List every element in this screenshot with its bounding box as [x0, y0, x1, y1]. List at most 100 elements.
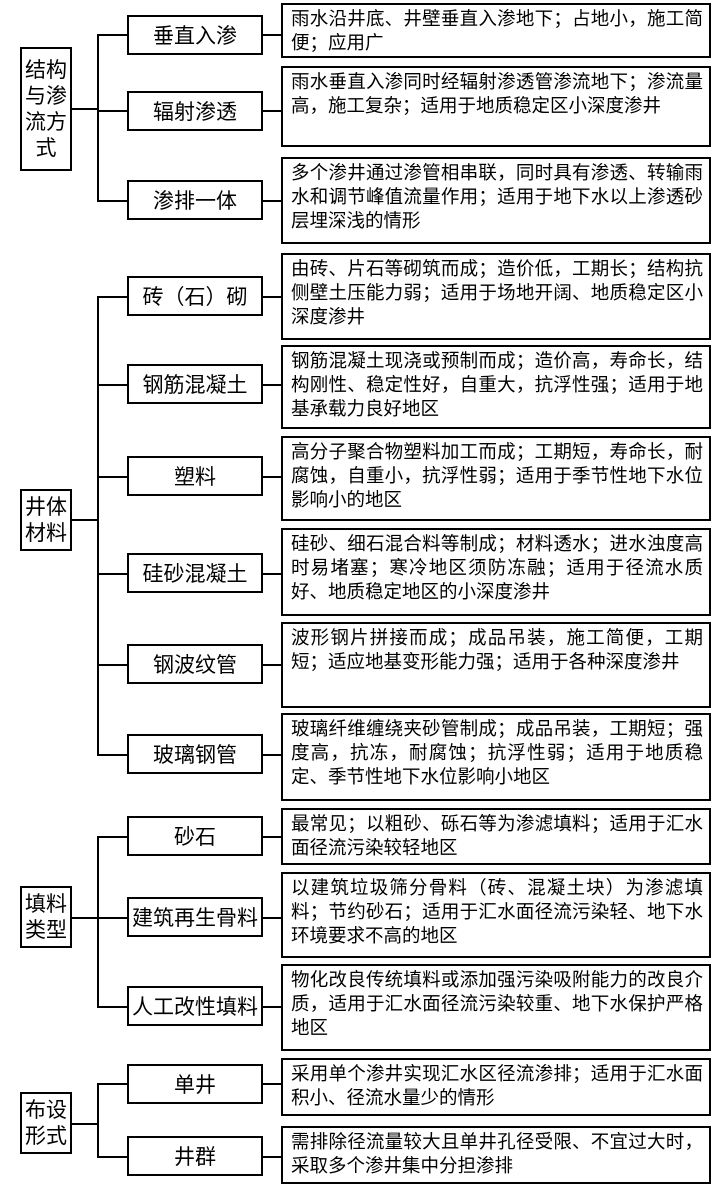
connector: [97, 110, 128, 112]
connector: [97, 1083, 99, 1157]
connector: [97, 664, 128, 666]
description-well-group: 需排除径流量较大且单井孔径受限、不宜过大时，采取多个渗井集中分担渗排: [281, 1126, 711, 1184]
description-modified-filler: 物化改良传统填料或添加强污染吸附能力的改良介质，适用于汇水面径流污染较重、地下水…: [281, 964, 711, 1051]
subcategory-label: 单井: [174, 1073, 216, 1097]
connector: [97, 34, 128, 36]
connector: [263, 296, 282, 298]
description-text: 钢筋混凝土现浇或预制而成；造价高，寿命长，结构刚性、稳定性好，自重大，抗浮性强；…: [291, 351, 703, 420]
description-corrugated-steel-pipe: 波形钢片拼接而成；成品吊装，施工简便，工期短；适应地基变形能力强；适用于各种深度…: [281, 622, 711, 708]
connector: [97, 573, 128, 575]
connector: [263, 200, 282, 202]
description-text: 雨水垂直入渗同时经辐射渗透管渗流地下；渗流量高，施工复杂；适用于地质稳定区小深度…: [291, 72, 703, 117]
connector: [97, 296, 99, 755]
subcategory-label: 砖（石）砌: [142, 285, 248, 309]
connector: [97, 296, 128, 298]
description-reinforced-concrete: 钢筋混凝土现浇或预制而成；造价高，寿命长，结构刚性、稳定性好，自重大，抗浮性强；…: [281, 345, 711, 429]
description-vertical-infiltration: 雨水沿井底、井壁垂直入渗地下；占地小，施工简便；应用广: [281, 3, 711, 58]
connector: [97, 476, 128, 478]
description-plastic: 高分子聚合物塑料加工而成；工期短，寿命长，耐腐蚀，自重小，抗浮性弱；适用于季节性…: [281, 436, 711, 521]
connector: [97, 34, 99, 201]
description-frp-pipe: 玻璃纤维缠绕夹砂管制成；成品吊装，工期短；强度高，抗冻，耐腐蚀；抗浮性弱；适用于…: [281, 713, 711, 801]
description-text: 最常见；以粗砂、砾石等为渗滤填料；适用于汇水面径流污染较轻地区: [291, 814, 703, 859]
connector: [263, 384, 282, 386]
description-text: 需排除径流量较大且单井孔径受限、不宜过大时，采取多个渗井集中分担渗排: [291, 1132, 703, 1177]
subcategory-label: 人工改性填料: [132, 995, 258, 1019]
connector: [263, 917, 282, 919]
subcategory-sand-gravel: 砂石: [127, 816, 263, 856]
subcategory-label: 砂石: [174, 825, 216, 849]
description-text: 波形钢片拼接而成；成品吊装，施工简便，工期短；适应地基变形能力强；适用于各种深度…: [291, 628, 703, 673]
connector: [263, 573, 282, 575]
description-text: 多个渗井通过渗管相串联，同时具有渗透、转输雨水和调节峰值流量作用；适用于地下水以…: [291, 163, 703, 232]
subcategory-reinforced-concrete: 钢筋混凝土: [127, 364, 263, 404]
description-text: 由砖、片石等砌筑而成；造价低，工期长；结构抗侧壁土压能力弱；适用于场地开阔、地质…: [291, 259, 703, 328]
connector: [263, 754, 282, 756]
connector: [263, 476, 282, 478]
description-text: 物化改良传统填料或添加强污染吸附能力的改良介质，适用于汇水面径流污染较重、地下水…: [291, 970, 703, 1039]
category-label: 填料类型: [25, 892, 67, 942]
description-text: 玻璃纤维缠绕夹砂管制成；成品吊装，工期短；强度高，抗冻，耐腐蚀；抗浮性弱；适用于…: [291, 719, 703, 788]
subcategory-infiltration-drainage: 渗排一体: [127, 180, 263, 220]
connector: [97, 917, 128, 919]
subcategory-label: 钢筋混凝土: [142, 373, 248, 397]
subcategory-frp-pipe: 玻璃钢管: [127, 734, 263, 774]
description-sand-gravel: 最常见；以粗砂、砾石等为渗滤填料；适用于汇水面径流污染较轻地区: [281, 808, 711, 865]
description-text: 采用单个渗井实现汇水区径流渗排；适用于汇水面积小、径流水量少的情形: [291, 1064, 703, 1109]
connector: [97, 836, 128, 838]
connector: [263, 1006, 282, 1008]
description-recycled-aggregate: 以建筑垃圾筛分骨料（砖、混凝土块）为渗滤填料；节约砂石；适用于汇水面径流污染轻、…: [281, 872, 711, 958]
description-infiltration-drainage: 多个渗井通过渗管相串联，同时具有渗透、转输雨水和调节峰值流量作用；适用于地下水以…: [281, 157, 711, 244]
subcategory-modified-filler: 人工改性填料: [127, 986, 263, 1026]
description-text: 以建筑垃圾筛分骨料（砖、混凝土块）为渗滤填料；节约砂石；适用于汇水面径流污染轻、…: [291, 878, 703, 947]
connector: [263, 664, 282, 666]
subcategory-label: 垂直入渗: [153, 24, 237, 48]
subcategory-single-well: 单井: [127, 1064, 263, 1104]
category-label: 井体材料: [25, 495, 67, 545]
subcategory-label: 井群: [174, 1145, 216, 1169]
description-text: 硅砂、细石混合料等制成；材料透水；进水浊度高时易堵塞；寒冷地区须防冻融；适用于径…: [291, 534, 703, 603]
category-layout-form: 布设形式: [20, 1092, 72, 1154]
connector: [72, 519, 98, 521]
subcategory-label: 渗排一体: [153, 189, 237, 213]
connector: [72, 917, 98, 919]
category-label: 布设形式: [25, 1098, 67, 1148]
subcategory-label: 辐射渗透: [153, 100, 237, 124]
description-text: 雨水沿井底、井壁垂直入渗地下；占地小，施工简便；应用广: [291, 9, 703, 54]
subcategory-silica-sand-concrete: 硅砂混凝土: [127, 553, 263, 593]
connector: [263, 1083, 282, 1085]
subcategory-well-group: 井群: [127, 1136, 263, 1176]
subcategory-plastic: 塑料: [127, 456, 263, 496]
subcategory-brick-stone: 砖（石）砌: [127, 276, 263, 316]
connector: [72, 108, 98, 110]
connector: [72, 1123, 98, 1125]
subcategory-corrugated-steel-pipe: 钢波纹管: [127, 644, 263, 684]
description-brick-stone: 由砖、片石等砌筑而成；造价低，工期长；结构抗侧壁土压能力弱；适用于场地开阔、地质…: [281, 253, 711, 340]
subcategory-vertical-infiltration: 垂直入渗: [127, 15, 263, 55]
category-well-material: 井体材料: [20, 489, 72, 551]
subcategory-label: 建筑再生骨料: [132, 906, 258, 930]
subcategory-label: 钢波纹管: [153, 653, 237, 677]
subcategory-label: 塑料: [174, 465, 216, 489]
connector: [97, 1006, 128, 1008]
connector: [263, 1156, 282, 1158]
connector: [97, 200, 128, 202]
connector: [97, 384, 128, 386]
subcategory-label: 玻璃钢管: [153, 743, 237, 767]
category-structure-seepage: 结构与渗流方式: [20, 47, 72, 171]
description-silica-sand-concrete: 硅砂、细石混合料等制成；材料透水；进水浊度高时易堵塞；寒冷地区须防冻融；适用于径…: [281, 528, 711, 616]
description-text: 高分子聚合物塑料加工而成；工期短，寿命长，耐腐蚀，自重小，抗浮性弱；适用于季节性…: [291, 442, 703, 511]
connector: [263, 110, 282, 112]
subcategory-recycled-aggregate: 建筑再生骨料: [127, 897, 263, 937]
description-radial-seepage: 雨水垂直入渗同时经辐射渗透管渗流地下；渗流量高，施工复杂；适用于地质稳定区小深度…: [281, 66, 711, 147]
connector: [97, 754, 128, 756]
connector: [97, 836, 99, 1007]
category-label: 结构与渗流方式: [25, 58, 67, 160]
connector: [263, 836, 282, 838]
connector: [263, 34, 282, 36]
connector: [97, 1156, 128, 1158]
description-single-well: 采用单个渗井实现汇水区径流渗排；适用于汇水面积小、径流水量少的情形: [281, 1058, 711, 1116]
category-filler-type: 填料类型: [20, 886, 72, 948]
connector: [97, 1083, 128, 1085]
subcategory-radial-seepage: 辐射渗透: [127, 91, 263, 131]
subcategory-label: 硅砂混凝土: [142, 562, 248, 586]
